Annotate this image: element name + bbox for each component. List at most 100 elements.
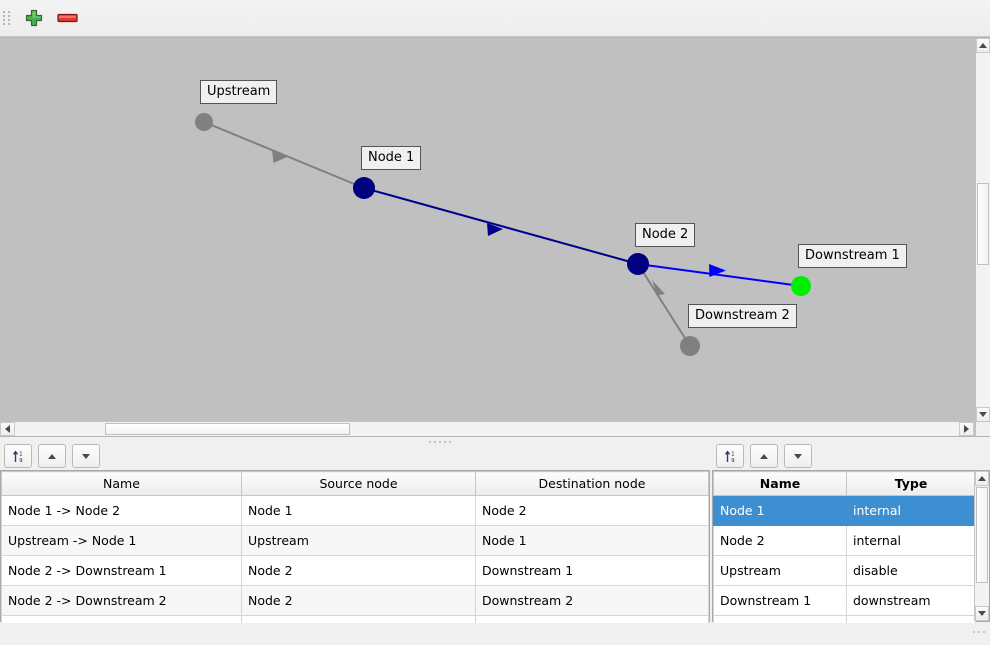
drag-grip-icon[interactable]	[3, 7, 12, 29]
node-label-node2[interactable]: Node 2	[635, 223, 696, 247]
sort-ascending-icon: 1 9	[724, 450, 734, 464]
remove-node-button[interactable]	[51, 2, 85, 34]
node-name-cell[interactable]: Node 1	[713, 495, 847, 526]
table-row[interactable]: Upstream disable	[713, 555, 976, 586]
table-row[interactable]: Node 2 internal	[713, 525, 976, 556]
edge-destination-cell[interactable]: Downstream 2	[475, 585, 709, 616]
vertical-scroll-thumb[interactable]	[977, 183, 989, 265]
triangle-up-icon	[979, 43, 987, 48]
nodes-move-up-button[interactable]	[750, 444, 778, 468]
node-name-cell[interactable]: Upstream	[713, 555, 847, 586]
triangle-up-icon	[48, 453, 56, 459]
node-type-cell[interactable]: disable	[846, 555, 976, 586]
minus-icon	[57, 13, 78, 23]
graph-canvas[interactable]: Upstream Node 1 Node 2 Downstream 1 Down…	[0, 37, 990, 437]
triangle-down-icon	[979, 412, 987, 417]
edge-destination-cell[interactable]: Downstream 1	[475, 555, 709, 586]
svg-text:1: 1	[731, 451, 734, 457]
node-type-cell[interactable]: downstream	[846, 585, 976, 616]
splitter-grip-icon	[429, 441, 452, 443]
scrollbar-corner	[975, 421, 990, 436]
nodes-column-type[interactable]: Type	[846, 471, 976, 496]
scroll-left-button[interactable]	[0, 422, 15, 436]
table-row[interactable]: Node 1 internal	[713, 495, 976, 526]
edge-source-cell[interactable]: Node 2	[241, 555, 476, 586]
scroll-down-button[interactable]	[976, 407, 990, 422]
nodes-toolbar: 1 9	[712, 442, 990, 470]
edge-source-cell[interactable]: Upstream	[241, 525, 476, 556]
edge-name-cell[interactable]: Node 1 -> Node 2	[1, 495, 242, 526]
edges-move-down-button[interactable]	[72, 444, 100, 468]
edge-source-cell[interactable]: Node 2	[241, 585, 476, 616]
horizontal-splitter[interactable]	[0, 438, 990, 446]
nodes-column-name[interactable]: Name	[713, 471, 847, 496]
node-type-cell[interactable]: internal	[846, 525, 976, 556]
node-upstream[interactable]	[195, 113, 213, 131]
edges-table-frame: Name Source node Destination node Node 1…	[0, 470, 710, 630]
node-name-cell[interactable]: Downstream 1	[713, 585, 847, 616]
nodes-table-scrollbar[interactable]	[974, 471, 989, 621]
node-downstream1[interactable]	[791, 276, 811, 296]
horizontal-scroll-thumb[interactable]	[105, 423, 350, 435]
plus-icon	[25, 9, 43, 27]
edge-node2-downstream1[interactable]	[637, 263, 802, 287]
edges-toolbar: 1 9	[0, 442, 710, 470]
node-label-downstream1[interactable]: Downstream 1	[798, 244, 907, 268]
edge-name-cell[interactable]: Upstream -> Node 1	[1, 525, 242, 556]
node-label-downstream2[interactable]: Downstream 2	[688, 304, 797, 328]
edges-column-source[interactable]: Source node	[241, 471, 476, 496]
svg-text:1: 1	[19, 451, 22, 457]
table-row[interactable]: Node 2 -> Downstream 1 Node 2 Downstream…	[1, 555, 709, 586]
node-node2[interactable]	[627, 253, 649, 275]
graph-viewport[interactable]: Upstream Node 1 Node 2 Downstream 1 Down…	[0, 38, 974, 422]
triangle-down-icon	[978, 611, 986, 616]
edges-sort-button[interactable]: 1 9	[4, 444, 32, 468]
node-label-node1[interactable]: Node 1	[361, 146, 422, 170]
canvas-vertical-scrollbar[interactable]	[975, 38, 990, 422]
resize-grip-icon[interactable]	[973, 631, 986, 633]
svg-text:9: 9	[731, 458, 734, 464]
edge-name-cell[interactable]: Node 2 -> Downstream 1	[1, 555, 242, 586]
edges-table-header-row: Name Source node Destination node	[1, 471, 709, 496]
footer-area	[0, 623, 990, 645]
nodes-scroll-thumb[interactable]	[976, 487, 988, 583]
table-row[interactable]: Upstream -> Node 1 Upstream Node 1	[1, 525, 709, 556]
canvas-horizontal-scrollbar[interactable]	[0, 421, 974, 436]
scroll-right-button[interactable]	[959, 422, 974, 436]
table-row[interactable]: Downstream 1 downstream	[713, 585, 976, 616]
node-downstream2[interactable]	[680, 336, 700, 356]
scroll-up-button[interactable]	[975, 471, 989, 486]
edges-column-name[interactable]: Name	[1, 471, 242, 496]
nodes-move-down-button[interactable]	[784, 444, 812, 468]
node-type-cell[interactable]: internal	[846, 495, 976, 526]
triangle-up-icon	[978, 476, 986, 481]
scroll-up-button[interactable]	[976, 38, 990, 53]
nodes-sort-button[interactable]: 1 9	[716, 444, 744, 468]
edge-node2-downstream2[interactable]	[637, 263, 691, 347]
triangle-up-icon	[760, 453, 768, 459]
node-name-cell[interactable]: Node 2	[713, 525, 847, 556]
edge-upstream-node1[interactable]	[203, 121, 365, 189]
scroll-down-button[interactable]	[975, 606, 989, 621]
edge-source-cell[interactable]: Node 1	[241, 495, 476, 526]
edges-move-up-button[interactable]	[38, 444, 66, 468]
nodes-table-frame: Name Type Node 1 internal Node 2 interna…	[712, 470, 990, 630]
triangle-left-icon	[5, 425, 10, 433]
table-row[interactable]: Node 1 -> Node 2 Node 1 Node 2	[1, 495, 709, 526]
edges-panel: 1 9 Name Source node Destination node	[0, 442, 710, 630]
node-label-upstream[interactable]: Upstream	[200, 80, 278, 104]
add-node-button[interactable]	[17, 2, 51, 34]
table-row[interactable]: Node 2 -> Downstream 2 Node 2 Downstream…	[1, 585, 709, 616]
nodes-table: Name Type Node 1 internal Node 2 interna…	[713, 471, 976, 630]
edge-node1-node2[interactable]	[363, 187, 639, 265]
edge-destination-cell[interactable]: Node 1	[475, 525, 709, 556]
triangle-right-icon	[964, 425, 969, 433]
svg-text:9: 9	[19, 458, 22, 464]
edge-name-cell[interactable]: Node 2 -> Downstream 2	[1, 585, 242, 616]
edges-column-destination[interactable]: Destination node	[475, 471, 709, 496]
edges-table: Name Source node Destination node Node 1…	[1, 471, 709, 630]
node-node1[interactable]	[353, 177, 375, 199]
nodes-table-header-row: Name Type	[713, 471, 976, 496]
edge-destination-cell[interactable]: Node 2	[475, 495, 709, 526]
